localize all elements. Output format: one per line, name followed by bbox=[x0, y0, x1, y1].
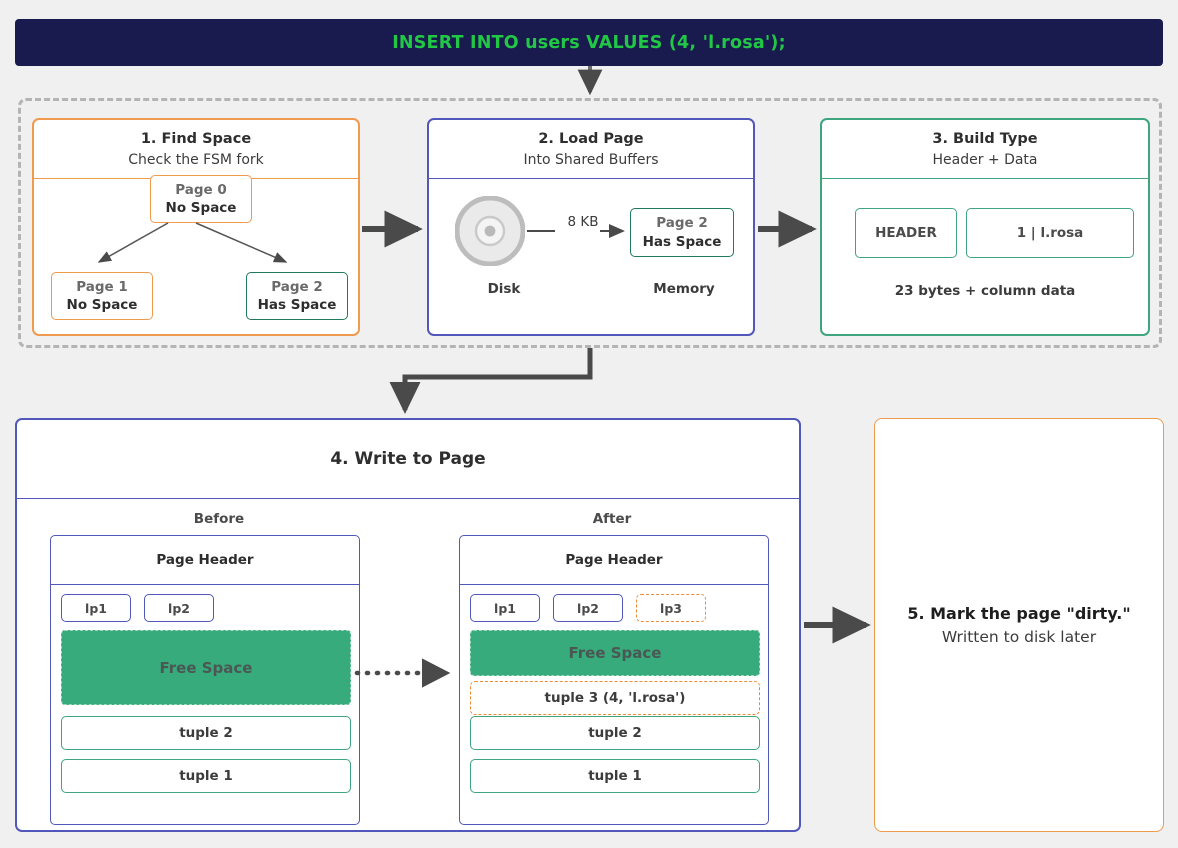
after-free-space: Free Space bbox=[470, 630, 760, 676]
after-tuple-1: tuple 1 bbox=[470, 759, 760, 793]
fsm-node-page-1-state: No Space bbox=[66, 297, 138, 313]
sql-statement-banner: INSERT INTO users VALUES (4, 'l.rosa'); bbox=[15, 19, 1163, 66]
sql-statement-text: INSERT INTO users VALUES (4, 'l.rosa'); bbox=[392, 32, 786, 53]
after-line-pointer-lp3: lp3 bbox=[636, 594, 706, 622]
before-column-label: Before bbox=[193, 511, 245, 527]
step-4-title: 4. Write to Page bbox=[330, 449, 486, 469]
fsm-node-page-2-state: Has Space bbox=[257, 297, 337, 313]
step-5-title: 5. Mark the page "dirty." bbox=[907, 603, 1131, 623]
after-line-pointer-lp1: lp1 bbox=[470, 594, 540, 622]
disk-label: Disk bbox=[487, 281, 521, 297]
memory-label: Memory bbox=[653, 281, 715, 297]
after-page-box: Page Header lp1 lp2 lp3 Free Space tuple… bbox=[459, 535, 769, 825]
shared-buffer-page-box: Page 2 Has Space bbox=[630, 208, 734, 257]
before-tuple-2: tuple 2 bbox=[61, 716, 351, 750]
step-1-subtitle: Check the FSM fork bbox=[128, 152, 264, 169]
fsm-node-page-0-state: No Space bbox=[165, 200, 237, 216]
after-line-pointer-lp2: lp2 bbox=[553, 594, 623, 622]
tuple-size-footnote: 23 bytes + column data bbox=[894, 283, 1076, 299]
after-new-tuple-3: tuple 3 (4, 'l.rosa') bbox=[470, 681, 760, 715]
fsm-node-page-2: Page 2 Has Space bbox=[246, 272, 348, 320]
step-2-divider bbox=[429, 178, 753, 180]
transfer-size-label: 8 KB bbox=[567, 214, 599, 230]
step-3-subtitle: Header + Data bbox=[932, 152, 1038, 169]
step-1-header: 1. Find Space Check the FSM fork bbox=[34, 120, 358, 178]
step-3-title: 3. Build Type bbox=[932, 131, 1038, 147]
shared-buffer-page-state: Has Space bbox=[642, 233, 722, 250]
before-free-space: Free Space bbox=[61, 630, 351, 705]
tuple-header-slot: HEADER bbox=[855, 208, 957, 258]
connector-step3-to-step4 bbox=[389, 348, 593, 415]
step-2-subtitle: Into Shared Buffers bbox=[523, 152, 659, 169]
step-2-header: 2. Load Page Into Shared Buffers bbox=[429, 120, 753, 178]
step-4-write-to-page-card: 4. Write to Page Before Page Header lp1 … bbox=[15, 418, 801, 832]
step-3-build-type-card: 3. Build Type Header + Data HEADER 1 | l… bbox=[820, 118, 1150, 336]
step-2-title: 2. Load Page bbox=[538, 131, 644, 147]
after-column-label: After bbox=[592, 511, 632, 527]
after-tuple-2: tuple 2 bbox=[470, 716, 760, 750]
step-3-divider bbox=[822, 178, 1148, 180]
before-page-box: Page Header lp1 lp2 Free Space tuple 2 t… bbox=[50, 535, 360, 825]
steps-group-container bbox=[18, 98, 1162, 348]
before-page-header: Page Header bbox=[51, 536, 359, 585]
fsm-node-page-0-name: Page 0 bbox=[175, 181, 227, 198]
fsm-node-page-1: Page 1 No Space bbox=[51, 272, 153, 320]
shared-buffer-page-name: Page 2 bbox=[656, 215, 708, 232]
step-3-header: 3. Build Type Header + Data bbox=[822, 120, 1148, 178]
before-tuple-1: tuple 1 bbox=[61, 759, 351, 793]
disk-icon bbox=[455, 196, 525, 266]
fsm-node-page-2-name: Page 2 bbox=[271, 278, 323, 295]
after-page-header: Page Header bbox=[460, 536, 768, 585]
step-5-mark-dirty-card: 5. Mark the page "dirty." Written to dis… bbox=[874, 418, 1164, 832]
before-line-pointer-lp2: lp2 bbox=[144, 594, 214, 622]
step-1-title: 1. Find Space bbox=[140, 131, 252, 147]
fsm-node-page-1-name: Page 1 bbox=[76, 278, 128, 295]
step-5-subtitle: Written to disk later bbox=[941, 627, 1097, 646]
step-1-find-space-card: 1. Find Space Check the FSM fork Page 0 … bbox=[32, 118, 360, 336]
step-4-header: 4. Write to Page bbox=[17, 420, 799, 499]
tuple-data-slot: 1 | l.rosa bbox=[966, 208, 1134, 258]
fsm-node-page-0: Page 0 No Space bbox=[150, 175, 252, 223]
before-line-pointer-lp1: lp1 bbox=[61, 594, 131, 622]
